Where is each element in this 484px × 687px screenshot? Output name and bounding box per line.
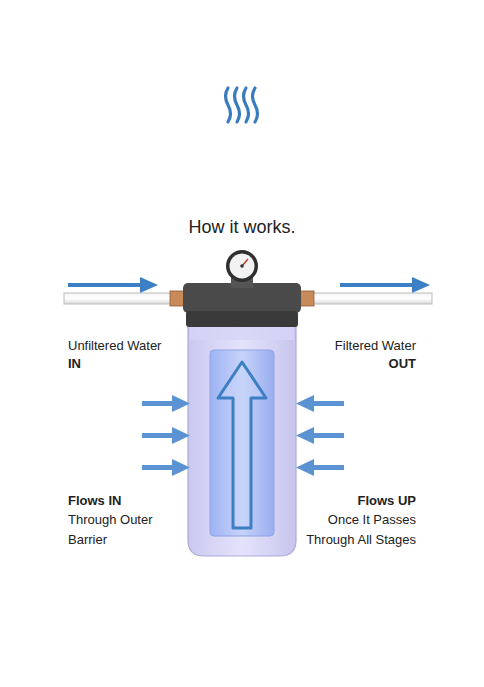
step-text: Through Outer Barrier xyxy=(68,510,168,549)
outlet-label: Filtered Water xyxy=(276,336,416,356)
outlet-tag: OUT xyxy=(276,354,416,374)
inlet-tag: IN xyxy=(68,354,208,374)
filter-housing xyxy=(188,326,296,556)
logo-waves xyxy=(226,88,258,122)
inflow-arrow xyxy=(142,395,344,476)
step-heading: Flows IN xyxy=(68,491,188,511)
filter-head xyxy=(183,250,301,327)
up-arrow xyxy=(218,362,266,528)
step-heading: Flows UP xyxy=(276,491,416,511)
inlet-label: Unfiltered Water xyxy=(68,336,208,356)
step-text: Once It Passes Through All Stages xyxy=(286,510,416,549)
title: How it works. xyxy=(92,217,392,239)
